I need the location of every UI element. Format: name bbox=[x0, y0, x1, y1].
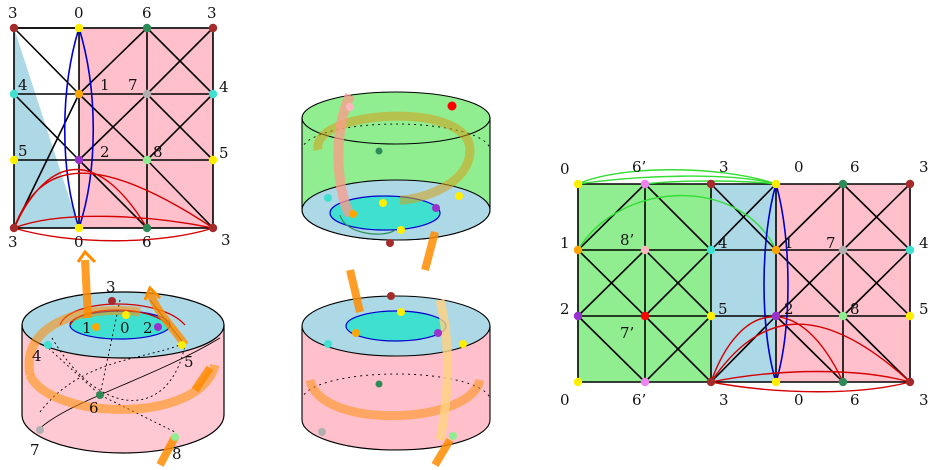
label-top-3: 3 bbox=[207, 4, 217, 22]
right-label-top-0: 0 bbox=[560, 160, 570, 178]
right-label-left-1: 2 bbox=[560, 300, 570, 318]
vertex-dots-right bbox=[573, 179, 915, 387]
label-top-2: 6 bbox=[142, 4, 152, 22]
pink-region bbox=[79, 28, 213, 228]
annulus-label-2: 0 bbox=[120, 319, 130, 337]
label-top-0: 3 bbox=[8, 4, 18, 22]
vertex-dots bbox=[9, 23, 218, 233]
label-bottom-1: 0 bbox=[74, 233, 84, 251]
label-right-0: 4 bbox=[219, 78, 229, 96]
triangulated-square-left: 3 0 6 3 3 0 6 3 4 5 4 5 1 7 2 8 bbox=[8, 4, 231, 251]
triangulated-square-right: 0 6’ 3 0 6 3 0 6’ 3 0 6 3 1 2 4 5 8’ 4 1… bbox=[560, 158, 929, 409]
label-inner-2: 2 bbox=[100, 143, 110, 161]
cylinder-pink bbox=[301, 269, 491, 468]
annulus-label-8: 8 bbox=[172, 445, 182, 463]
annulus-label-0: 3 bbox=[106, 278, 116, 296]
label-right-1: 5 bbox=[219, 144, 229, 162]
right-label-bottom-3: 0 bbox=[794, 391, 804, 409]
annulus-label-6: 6 bbox=[89, 399, 99, 417]
right-label-inner-0: 8’ bbox=[620, 231, 634, 249]
annulus-label-3: 2 bbox=[143, 319, 153, 337]
right-label-top-1: 6’ bbox=[632, 158, 646, 176]
right-label-bottom-2: 3 bbox=[719, 391, 729, 409]
label-left-1: 5 bbox=[18, 142, 28, 160]
annulus-label-1: 1 bbox=[82, 319, 92, 337]
annulus-label-5: 5 bbox=[184, 353, 194, 371]
right-label-left-0: 1 bbox=[560, 234, 570, 252]
right-label-right-0: 4 bbox=[919, 234, 929, 252]
right-label-inner-4: 7’ bbox=[620, 324, 634, 342]
label-bottom-0: 3 bbox=[8, 233, 18, 251]
right-label-bottom-1: 6’ bbox=[632, 391, 646, 409]
annulus-label-4: 4 bbox=[32, 347, 42, 365]
right-label-inner-5: 5 bbox=[718, 300, 728, 318]
right-label-top-5: 3 bbox=[919, 158, 929, 176]
right-label-bottom-0: 0 bbox=[560, 391, 570, 409]
right-label-right-1: 5 bbox=[919, 300, 929, 318]
right-label-bottom-4: 6 bbox=[850, 391, 860, 409]
label-top-1: 0 bbox=[74, 4, 84, 22]
right-label-top-2: 3 bbox=[719, 158, 729, 176]
annulus-left: 3 1 0 2 4 5 6 7 8 bbox=[21, 249, 225, 467]
cylinder-green bbox=[301, 91, 491, 272]
right-label-inner-2: 1 bbox=[784, 234, 794, 252]
right-label-top-3: 0 bbox=[794, 158, 804, 176]
right-label-inner-7: 8 bbox=[850, 300, 860, 318]
right-label-bottom-5: 3 bbox=[919, 391, 929, 409]
label-bottom-2: 6 bbox=[142, 233, 152, 251]
label-left-0: 4 bbox=[18, 76, 28, 94]
annulus-label-7: 7 bbox=[30, 441, 40, 459]
right-label-inner-6: 2 bbox=[784, 300, 794, 318]
label-inner-3: 8 bbox=[153, 143, 163, 161]
right-label-inner-1: 4 bbox=[718, 234, 728, 252]
label-inner-1: 7 bbox=[128, 76, 138, 94]
right-label-top-4: 6 bbox=[850, 158, 860, 176]
label-bottom-3: 3 bbox=[221, 231, 231, 249]
right-label-inner-3: 7 bbox=[826, 234, 836, 252]
label-inner-0: 1 bbox=[100, 76, 110, 94]
